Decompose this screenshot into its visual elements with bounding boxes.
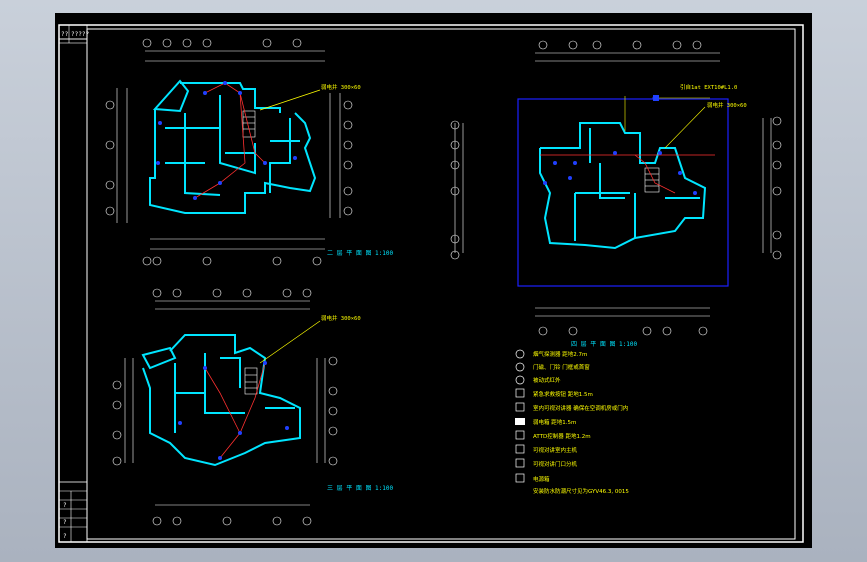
legend-row: 可视对讲室内主机 bbox=[515, 444, 578, 454]
drawing-canvas: ?? ????? ? ? ? bbox=[55, 13, 812, 548]
sheet-inner-border bbox=[86, 28, 796, 540]
fourth-floor-title: 四 层 平 面 图 1:100 bbox=[571, 341, 638, 348]
fourth-floor-highlight-box bbox=[517, 98, 729, 287]
triangle-box-symbol-icon bbox=[515, 430, 525, 440]
legend-row: 室内可视对讲器 确保在空调机房或门内 bbox=[515, 402, 628, 412]
sheet-code-1: ?? bbox=[61, 31, 69, 38]
legend-row: 紧急求救按钮 距地1.5m bbox=[515, 388, 593, 398]
square-symbol-icon bbox=[515, 388, 525, 398]
cad-drawing: ?? ????? ? ? ? bbox=[58, 24, 804, 543]
fourth-floor-plan: 引自1at EXT10#L1.0 弱电井 300×60 四 层 平 面 图 1:… bbox=[450, 40, 782, 348]
rect-symbol-icon bbox=[515, 444, 525, 454]
fourth-floor-annotation: 弱电井 300×60 bbox=[707, 101, 747, 109]
legend-row: 被动式红外 bbox=[515, 375, 561, 385]
sheet-code-2: ????? bbox=[71, 31, 89, 38]
sheet-code-block: ?? ????? bbox=[58, 24, 89, 44]
second-floor-title: 二 层 平 面 图 1:100 bbox=[327, 250, 394, 257]
circled-symbol-icon bbox=[515, 349, 525, 359]
legend-text: 紧急求救按钮 距地1.5m bbox=[533, 390, 593, 398]
third-floor-annotation: 弱电井 300×60 bbox=[321, 314, 361, 322]
title-block-row-1: ? bbox=[63, 502, 67, 509]
legend-text: 可视对讲室内主机 bbox=[533, 446, 578, 454]
title-block: ? ? ? bbox=[58, 481, 88, 543]
circled-symbol-icon bbox=[515, 362, 525, 372]
title-block-row-3: ? bbox=[63, 533, 67, 540]
fourth-floor-top-note: 引自1at EXT10#L1.0 bbox=[680, 83, 737, 91]
legend-text: 电源箱 bbox=[533, 475, 550, 483]
legend-text: 门磁、门铃 门框或首窗 bbox=[533, 363, 590, 371]
circled-symbol-icon bbox=[515, 375, 525, 385]
legend-row: 弱电箱 距地1.5m bbox=[515, 418, 576, 426]
x-box-symbol-icon bbox=[515, 473, 525, 483]
legend-row: 门磁、门铃 门框或首窗 bbox=[515, 362, 590, 372]
legend-row: 烟气探测器 距地2.7m bbox=[515, 349, 587, 359]
legend-row: 电源箱 bbox=[515, 473, 550, 483]
legend-text: 烟气探测器 距地2.7m bbox=[533, 350, 587, 358]
title-block-row-2: ? bbox=[63, 519, 67, 526]
legend-text: 安装防水防潮尺寸见为GYV46.3, 0015 bbox=[533, 487, 629, 495]
sheet-outer-border bbox=[58, 24, 804, 543]
rect-symbol-icon bbox=[515, 402, 525, 412]
second-floor-plan: 弱电井 300×60 二 层 平 面 图 1:100 bbox=[105, 38, 394, 266]
third-floor-plan: 弱电井 300×60 三 层 平 面 图 1:100 bbox=[112, 288, 394, 526]
legend-text: 室内可视对讲器 确保在空调机房或门内 bbox=[533, 404, 628, 412]
legend-text: ATTD控制器 距地1.2m bbox=[533, 432, 591, 440]
legend-row: 可视对讲门口分机 bbox=[515, 458, 578, 468]
filled-square-symbol-icon bbox=[515, 418, 525, 425]
second-floor-annotation: 弱电井 300×60 bbox=[321, 83, 361, 91]
legend-text: 弱电箱 距地1.5m bbox=[533, 418, 576, 426]
legend-text: 可视对讲门口分机 bbox=[533, 460, 578, 468]
legend-text: 被动式红外 bbox=[533, 376, 561, 384]
legend-row: 安装防水防潮尺寸见为GYV46.3, 0015 bbox=[533, 487, 629, 495]
third-floor-title: 三 层 平 面 图 1:100 bbox=[327, 485, 394, 492]
rect-symbol-icon bbox=[515, 458, 525, 468]
legend-row: ATTD控制器 距地1.2m bbox=[515, 430, 591, 440]
